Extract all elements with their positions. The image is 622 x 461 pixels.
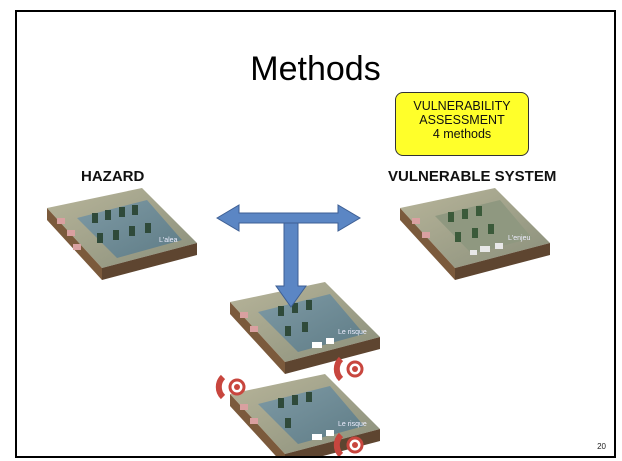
hazard-label: HAZARD bbox=[81, 168, 145, 185]
warning-symbol-1 bbox=[333, 356, 364, 382]
vulnerable-tile-caption: L'enjeu bbox=[508, 235, 530, 242]
risk-terrain-tile-1: Le risque bbox=[230, 282, 380, 374]
risk-terrain-tile-2: Le risque bbox=[230, 374, 380, 456]
vulnerability-callout: VULNERABILITY ASSESSMENT 4 methods bbox=[395, 92, 529, 156]
diagram-canvas: L'alea L'enjeu bbox=[47, 188, 550, 456]
hazard-tile-caption: L'alea bbox=[159, 237, 178, 244]
double-arrow-icon bbox=[216, 204, 361, 232]
page-number: 20 bbox=[597, 442, 606, 451]
risk-tile-1-caption: Le risque bbox=[338, 329, 367, 336]
risk-tile-2-caption: Le risque bbox=[338, 421, 367, 428]
callout-line-2: ASSESSMENT bbox=[419, 113, 505, 127]
down-arrow-icon bbox=[275, 222, 307, 308]
vulnerable-terrain-tile: L'enjeu bbox=[400, 188, 550, 280]
t-arrow bbox=[216, 204, 361, 308]
warning-symbol-2 bbox=[215, 374, 246, 400]
vulnerable-system-label: VULNERABLE SYSTEM bbox=[388, 168, 557, 185]
callout-line-3: 4 methods bbox=[432, 127, 492, 141]
callout-line-1: VULNERABILITY bbox=[413, 99, 511, 113]
slide: Methods VULNERABILITY ASSESSMENT 4 metho… bbox=[15, 10, 616, 458]
warning-symbol-3 bbox=[333, 432, 364, 456]
hazard-terrain-tile: L'alea bbox=[47, 188, 197, 280]
slide-title: Methods bbox=[250, 50, 381, 88]
